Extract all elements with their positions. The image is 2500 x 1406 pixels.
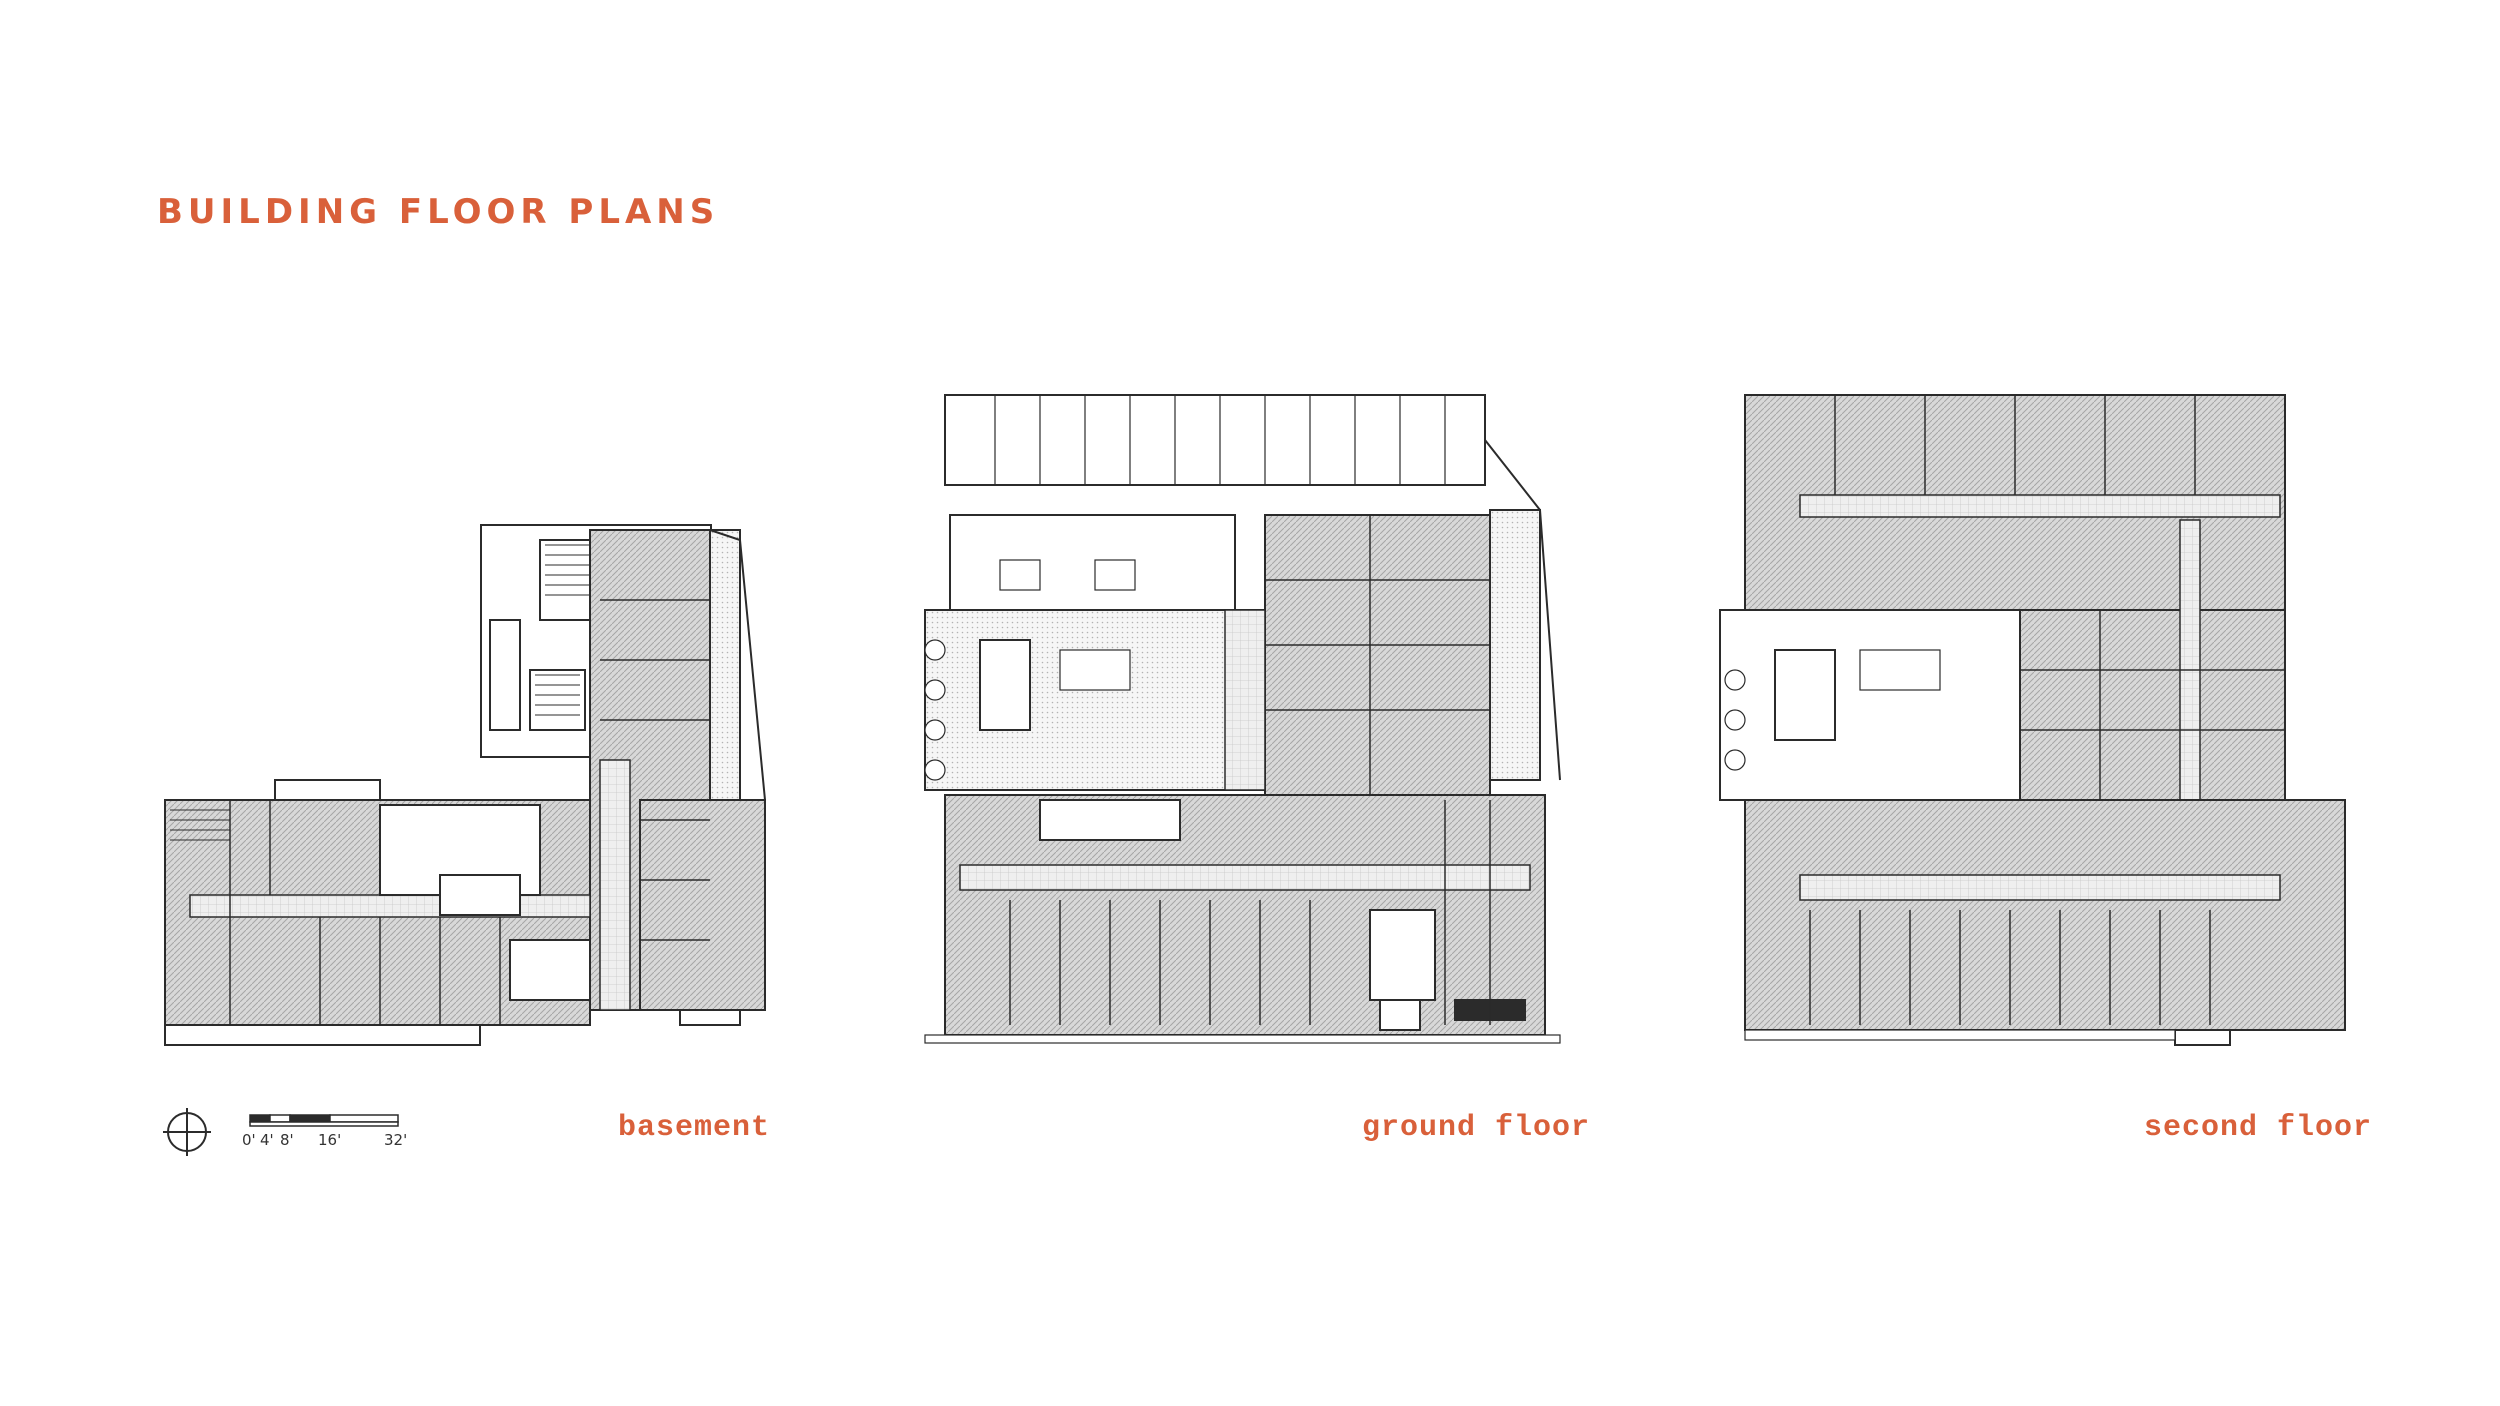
ground-lobby	[949, 514, 1236, 611]
ground-floor-label: ground floor	[1362, 1111, 1591, 1145]
sheet-title: BUILDING FLOOR PLANS	[157, 192, 720, 232]
second-east-units	[2019, 609, 2286, 801]
scale-tick-4: 4'	[260, 1131, 274, 1149]
ground-floor-plan	[924, 394, 1561, 1044]
ground-courtyard	[924, 609, 1266, 791]
ground-parking-strip	[944, 394, 1486, 486]
scale-tick-32: 32'	[384, 1131, 408, 1149]
scale-tick-8: 8'	[280, 1131, 294, 1149]
scale-tick-0: 0'	[242, 1131, 256, 1149]
second-south-units	[1744, 799, 2346, 1031]
north-arrow-icon	[163, 1108, 211, 1156]
basement-plan	[164, 524, 766, 1046]
second-floor-plan	[1719, 394, 2346, 1046]
second-floor-label: second floor	[2144, 1111, 2373, 1145]
second-courtyard	[1719, 609, 2021, 801]
scale-bar	[249, 1114, 399, 1127]
ground-east-units	[1264, 514, 1491, 796]
scale-tick-16: 16'	[318, 1131, 342, 1149]
basement-label: basement	[618, 1111, 771, 1145]
